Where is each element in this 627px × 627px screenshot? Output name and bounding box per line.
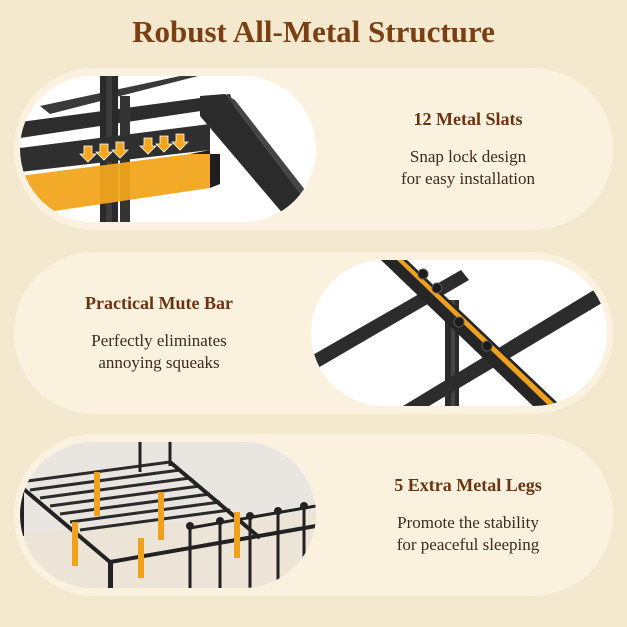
feature-heading: 12 Metal Slats bbox=[413, 108, 523, 129]
metal-slats-photo bbox=[20, 76, 316, 222]
page-title: Robust All-Metal Structure bbox=[132, 14, 495, 49]
feature-description-line: Perfectly eliminates bbox=[91, 330, 227, 350]
feature-panel-metal-legs: 5 Extra Metal Legs Promote the stability… bbox=[14, 434, 613, 596]
feature-description-line: for easy installation bbox=[400, 168, 536, 188]
down-arrow-icons bbox=[79, 133, 189, 163]
metal-legs-photo bbox=[20, 442, 316, 588]
feature-panel-mute-bar: Practical Mute Bar Perfectly eliminates … bbox=[14, 252, 613, 414]
feature-panel-metal-slats: 12 Metal Slats Snap lock design for easy… bbox=[14, 68, 613, 230]
mute-bar-text: Practical Mute Bar Perfectly eliminates … bbox=[14, 252, 304, 414]
feature-heading: Practical Mute Bar bbox=[85, 292, 233, 313]
feature-heading: 5 Extra Metal Legs bbox=[394, 474, 542, 495]
metal-slats-illustration bbox=[20, 76, 316, 222]
metal-legs-text: 5 Extra Metal Legs Promote the stability… bbox=[323, 434, 613, 596]
extra-legs bbox=[72, 472, 240, 578]
feature-description-line: Promote the stability bbox=[397, 512, 539, 532]
bed-frame-illustration bbox=[20, 442, 316, 588]
feature-description-line: Snap lock design bbox=[409, 146, 527, 166]
bolt-icons bbox=[417, 268, 493, 352]
mute-bar-illustration bbox=[311, 260, 607, 406]
feature-description-line: annoying squeaks bbox=[98, 352, 220, 372]
feature-description-line: for peaceful sleeping bbox=[396, 534, 540, 554]
mute-bar-photo bbox=[311, 260, 607, 406]
metal-slats-text: 12 Metal Slats Snap lock design for easy… bbox=[323, 68, 613, 230]
